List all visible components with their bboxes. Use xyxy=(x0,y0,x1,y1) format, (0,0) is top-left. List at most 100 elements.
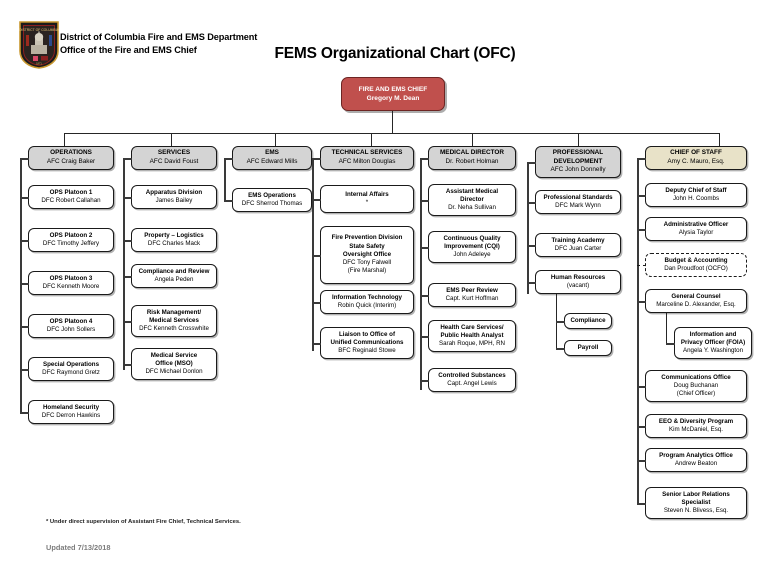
box-senior-labor-relations-specialist[interactable]: Senior Labor Relations Specialist Steven… xyxy=(645,487,747,519)
box-eeo-diversity-program[interactable]: EEO & Diversity Program Kim McDaniel, Es… xyxy=(645,414,747,438)
box-line-1: Payroll xyxy=(577,343,599,351)
stub-budget-and-accounting xyxy=(637,265,646,266)
box-line-1: EMS Operations xyxy=(248,191,296,199)
box-line-3: John Adeleye xyxy=(453,251,491,259)
box-apparatus-division[interactable]: Apparatus Division James Bailey xyxy=(131,185,217,209)
box-line-3: Dr. Neha Sullivan xyxy=(448,204,496,212)
box-line-2: Capt. Angel Lewis xyxy=(447,380,497,387)
box-line-2: Director xyxy=(460,195,484,203)
box-line-1: Professional Standards xyxy=(543,193,613,201)
medical-director-title: MEDICAL DIRECTOR xyxy=(439,149,505,157)
box-line-2: * xyxy=(365,199,369,206)
box-information-technology[interactable]: Information Technology Robin Quick (Inte… xyxy=(320,290,414,314)
box-line-1: Special Operations xyxy=(42,360,100,368)
stub-compliance xyxy=(556,321,565,323)
box-medical-service-office[interactable]: Medical Service Office (MSO) DFC Michael… xyxy=(131,348,217,380)
box-fire-and-ems-chief[interactable]: FIRE AND EMS CHIEF Gregory M. Dean xyxy=(341,77,445,111)
box-compliance[interactable]: Compliance xyxy=(564,313,612,329)
stub-information-technology xyxy=(312,302,321,304)
connector-drop-technical-services xyxy=(371,133,373,146)
box-line-5: (Fire Marshal) xyxy=(347,267,387,275)
footnote-text: * Under direct supervision of Assistant … xyxy=(46,519,241,525)
box-ems-peer-review[interactable]: EMS Peer Review Capt. Kurt Hoffman xyxy=(428,283,516,307)
services-title: SERVICES xyxy=(157,149,191,157)
box-special-operations[interactable]: Special Operations DFC Raymond Gretz xyxy=(28,357,114,381)
box-line-2: Kim McDaniel, Esq. xyxy=(669,426,723,433)
box-line-1: Assistant Medical xyxy=(445,187,499,195)
stub-continuous-quality-improvement xyxy=(420,247,429,249)
spine-general-counsel-children xyxy=(666,313,668,344)
box-ems-operations[interactable]: EMS Operations DFC Sherrod Thomas xyxy=(232,188,312,212)
ems-name: AFC Edward Mills xyxy=(246,158,298,165)
spine-services xyxy=(123,158,125,370)
box-line-2: State Safety xyxy=(349,242,385,250)
stub-ops-platoon-1 xyxy=(20,197,29,199)
box-ems-head[interactable]: EMS AFC Edward Mills xyxy=(232,146,312,170)
stub-liaison-unified-communications xyxy=(312,343,321,345)
box-technical-services-head[interactable]: TECHNICAL SERVICES AFC Milton Douglas xyxy=(320,146,414,170)
box-line-2: Alysia Taylor xyxy=(678,229,714,236)
chief-of-staff-title: CHIEF OF STAFF xyxy=(670,149,722,157)
spine-operations xyxy=(20,158,22,413)
box-continuous-quality-improvement[interactable]: Continuous Quality Improvement (CQI) Joh… xyxy=(428,231,516,263)
box-health-care-services[interactable]: Health Care Services/ Public Health Anal… xyxy=(428,320,516,352)
operations-title: OPERATIONS xyxy=(50,149,92,157)
box-professional-development-head[interactable]: PROFESSIONAL DEVELOPMENT AFC John Donnel… xyxy=(535,146,621,178)
stub-technical-services-head xyxy=(312,158,321,160)
spine-chief-of-staff xyxy=(637,158,639,503)
box-line-2: Medical Services xyxy=(149,316,199,324)
box-communications-office[interactable]: Communications Office Doug Buchanan (Chi… xyxy=(645,370,747,402)
box-deputy-chief-of-staff[interactable]: Deputy Chief of Staff John H. Coombs xyxy=(645,183,747,207)
box-administrative-officer[interactable]: Administrative Officer Alysia Taylor xyxy=(645,217,747,241)
connector-chief-down xyxy=(392,111,394,134)
box-property-logistics[interactable]: Property – Logistics DFC Charles Mack xyxy=(131,228,217,252)
box-ops-platoon-1[interactable]: OPS Platoon 1 DFC Robert Callahan xyxy=(28,185,114,209)
stub-ems-peer-review xyxy=(420,295,429,297)
box-line-1: Information Technology xyxy=(331,293,402,301)
updated-date: Updated 7/13/2018 xyxy=(46,543,111,552)
box-program-analytics-office[interactable]: Program Analytics Office Andrew Beaton xyxy=(645,448,747,472)
stub-professional-development-head xyxy=(527,162,536,164)
box-line-2: DFC Timothy Jeffery xyxy=(42,240,100,247)
box-operations-head[interactable]: OPERATIONS AFC Craig Baker xyxy=(28,146,114,170)
stub-ops-platoon-3 xyxy=(20,283,29,285)
box-controlled-substances[interactable]: Controlled Substances Capt. Angel Lewis xyxy=(428,368,516,392)
stub-general-counsel xyxy=(637,301,646,303)
box-line-2: Public Health Analyst xyxy=(440,331,504,339)
box-chief-of-staff-head[interactable]: CHIEF OF STAFF Amy C. Mauro, Esq. xyxy=(645,146,747,170)
box-training-academy[interactable]: Training Academy DFC Juan Carter xyxy=(535,233,621,257)
stub-information-and-privacy-officer xyxy=(666,343,675,345)
box-budget-and-accounting[interactable]: Budget & Accounting Dan Proudfoot (OCFO) xyxy=(645,253,747,277)
box-line-2: Capt. Kurt Hoffman xyxy=(445,295,499,302)
box-payroll[interactable]: Payroll xyxy=(564,340,612,356)
box-general-counsel[interactable]: General Counsel Marceline D. Alexander, … xyxy=(645,289,747,313)
box-line-4: DFC Tony Falwell xyxy=(342,259,392,267)
box-human-resources[interactable]: Human Resources (vacant) xyxy=(535,270,621,294)
stub-apparatus-division xyxy=(123,197,132,199)
box-line-1: OPS Platoon 4 xyxy=(49,317,93,325)
box-medical-director-head[interactable]: MEDICAL DIRECTOR Dr. Robert Holman xyxy=(428,146,516,170)
box-line-2: Angela Peden xyxy=(154,276,194,283)
box-liaison-unified-communications[interactable]: Liaison to Office of Unified Communicati… xyxy=(320,327,414,359)
box-internal-affairs[interactable]: Internal Affairs * xyxy=(320,185,414,213)
stub-homeland-security xyxy=(20,412,29,414)
box-line-1: Administrative Officer xyxy=(663,220,729,228)
box-professional-standards[interactable]: Professional Standards DFC Mark Wynn xyxy=(535,190,621,214)
box-line-2: Unified Communications xyxy=(330,338,404,346)
box-fire-prevention-division[interactable]: Fire Prevention Division State Safety Ov… xyxy=(320,226,414,284)
box-services-head[interactable]: SERVICES AFC David Foust xyxy=(131,146,217,170)
box-assistant-medical-director[interactable]: Assistant Medical Director Dr. Neha Sull… xyxy=(428,184,516,216)
box-ops-platoon-3[interactable]: OPS Platoon 3 DFC Kenneth Moore xyxy=(28,271,114,295)
box-ops-platoon-4[interactable]: OPS Platoon 4 DFC John Sollers xyxy=(28,314,114,338)
box-compliance-and-review[interactable]: Compliance and Review Angela Peden xyxy=(131,264,217,288)
box-risk-management-medical-services[interactable]: Risk Management/ Medical Services DFC Ke… xyxy=(131,305,217,337)
stub-property-logistics xyxy=(123,240,132,242)
box-homeland-security[interactable]: Homeland Security DFC Derron Hawkins xyxy=(28,400,114,424)
box-information-and-privacy-officer[interactable]: Information and Privacy Officer (FOIA) A… xyxy=(674,327,752,359)
box-line-2: Dan Proudfoot (OCFO) xyxy=(664,265,728,272)
box-ops-platoon-2[interactable]: OPS Platoon 2 DFC Timothy Jeffery xyxy=(28,228,114,252)
box-line-2: DFC Charles Mack xyxy=(147,240,201,247)
box-line-2: Improvement (CQI) xyxy=(444,242,500,250)
connector-drop-services xyxy=(171,133,173,146)
spine-medical-director xyxy=(420,158,422,390)
